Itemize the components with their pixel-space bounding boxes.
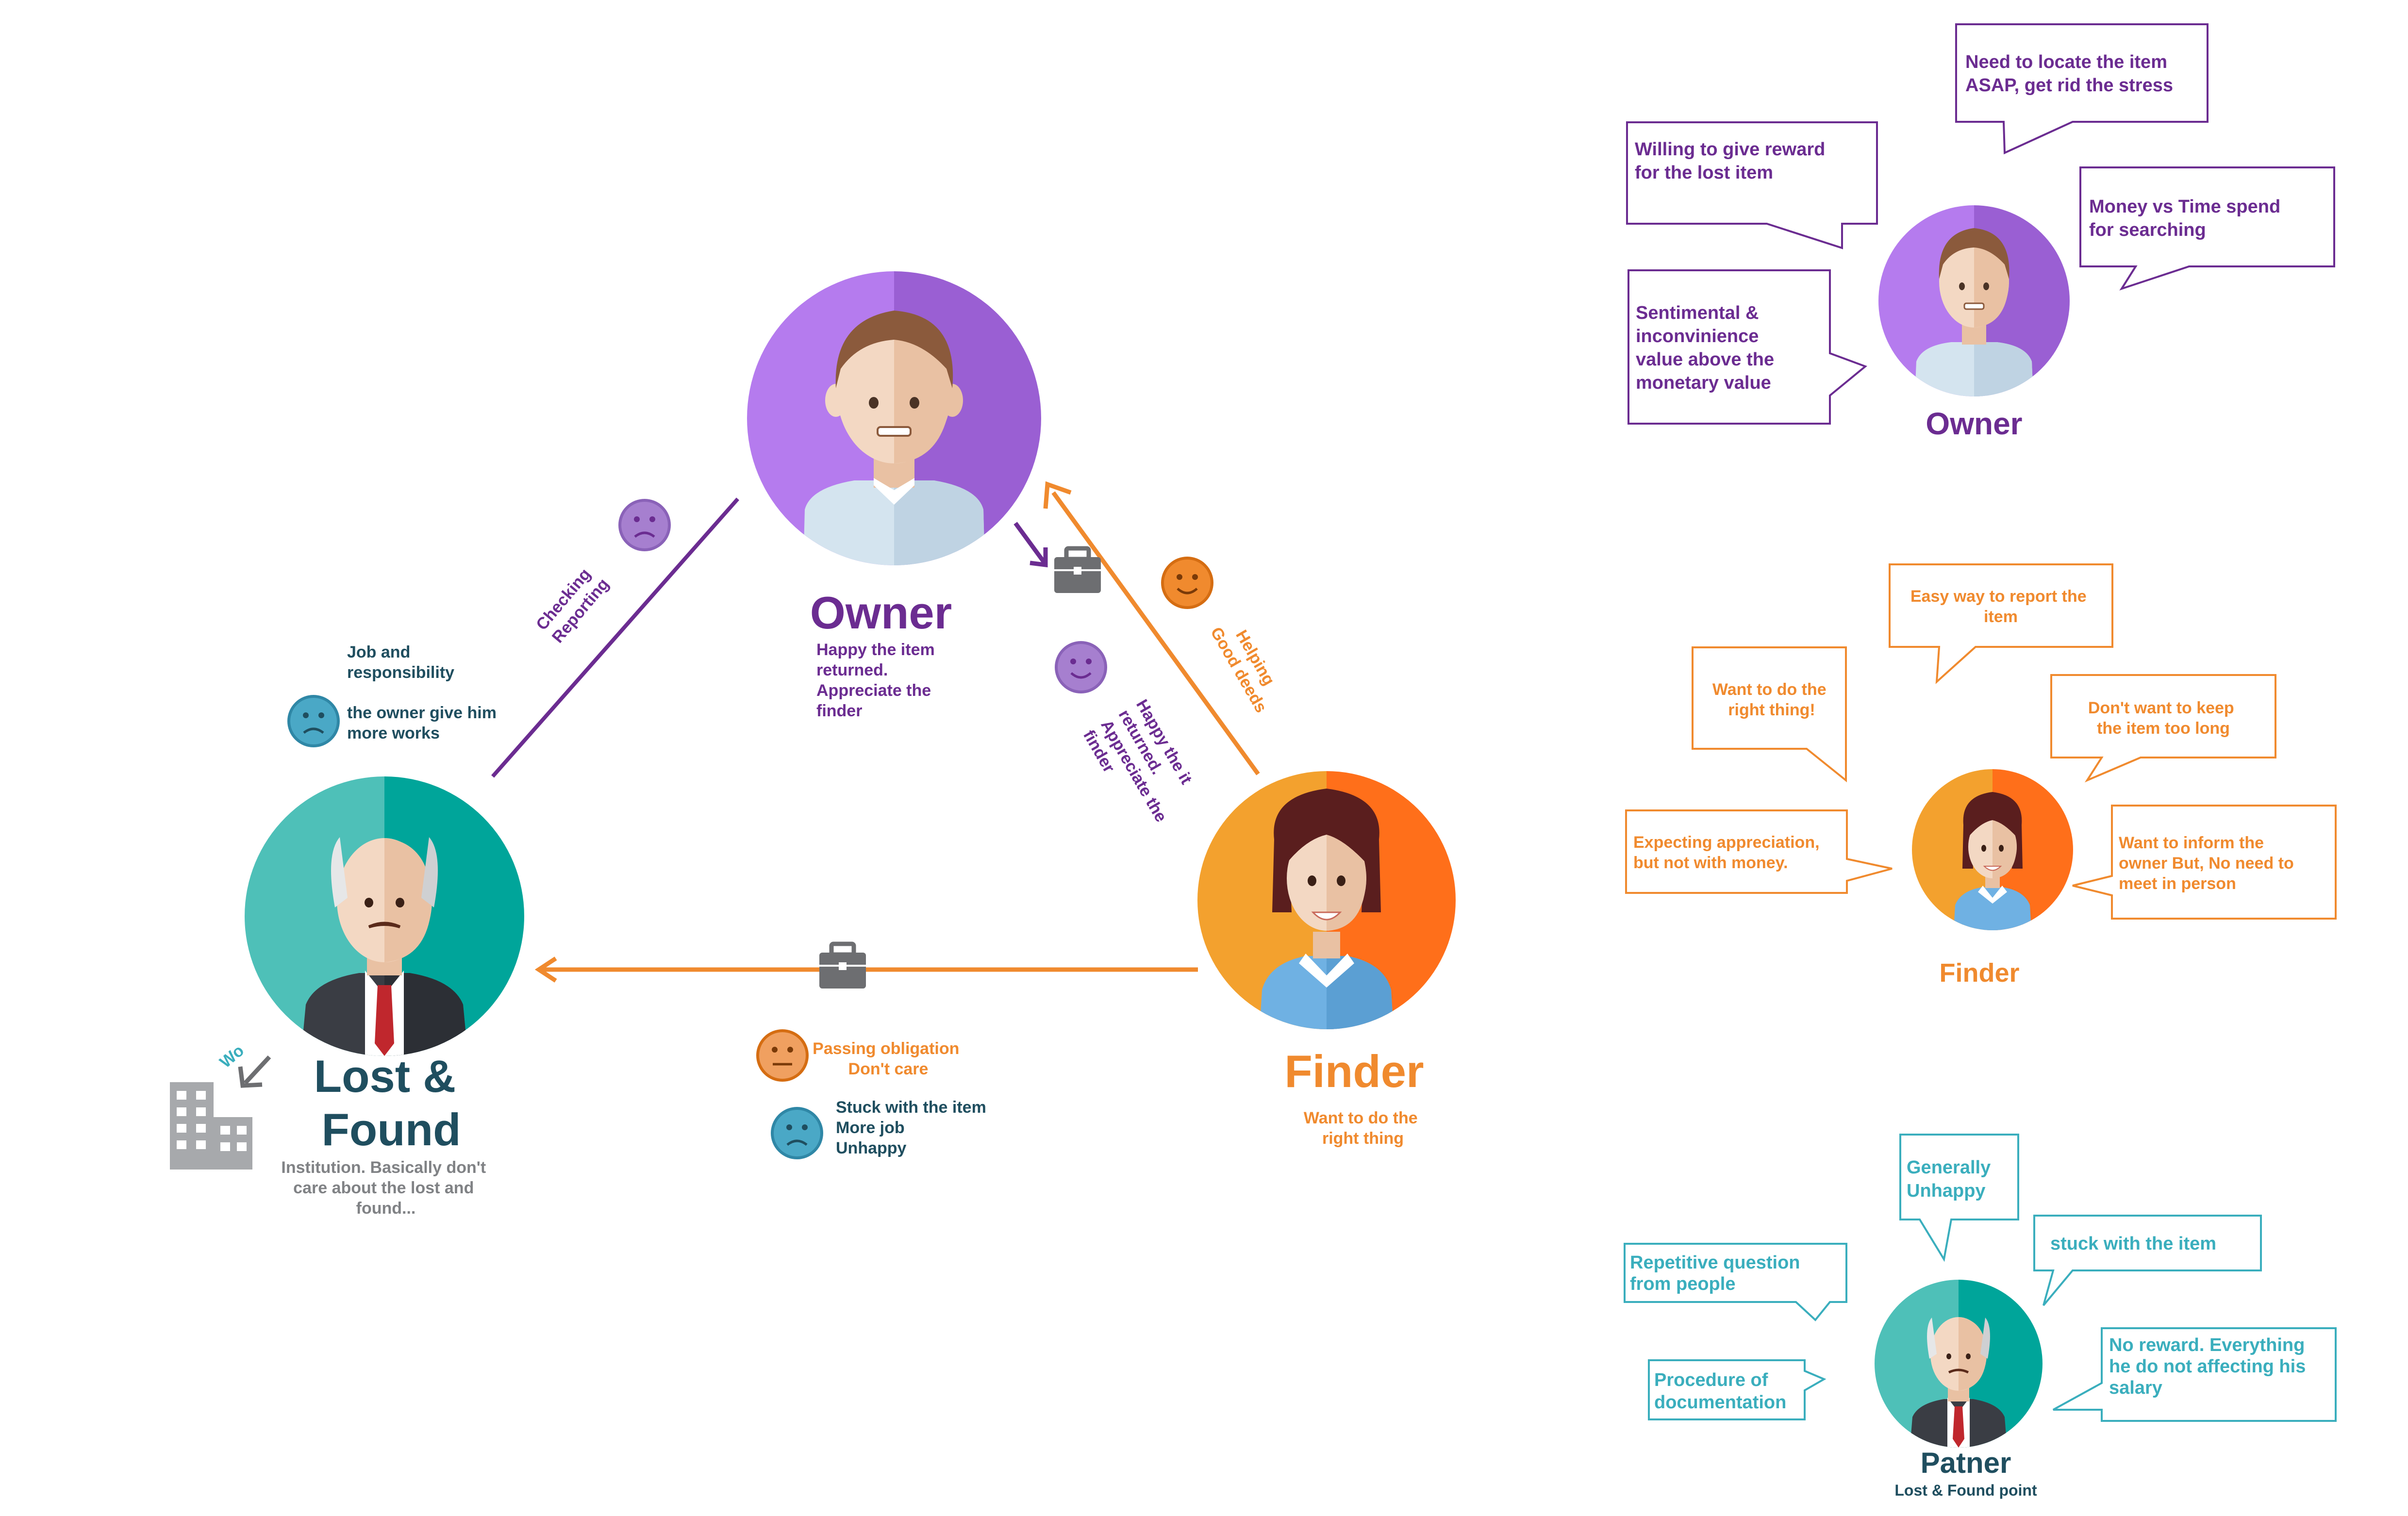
- svg-text:Expecting appreciation,: Expecting appreciation, but not with mon…: [1633, 833, 1824, 872]
- svg-text:stuck with the item: stuck with the item: [2050, 1234, 2216, 1254]
- sad-face-icon: [287, 695, 340, 747]
- owner-gives-works-label: the owner give him more works: [347, 704, 501, 742]
- owner-bubble-sentimental: Sentimental & inconvinience value above …: [1627, 269, 1867, 425]
- arrowhead-to-owner: [1043, 481, 1072, 509]
- owner-bubble-locate: Need to locate the item ASAP, get rid th…: [1955, 23, 2209, 155]
- owner-description: Happy the item returned. Appreciate the …: [816, 641, 939, 720]
- svg-text:Procedure of documentati: Procedure of documentation: [1654, 1370, 1786, 1413]
- finder-avatar-small: [1912, 769, 2073, 930]
- patner-persona-title: Patner: [1921, 1447, 2011, 1479]
- finder-bubble-right-thing: Want to do the right thing!: [1692, 646, 1847, 783]
- happy-face-icon: [1055, 641, 1107, 693]
- svg-text:Need to locate the item: Need to locate the item ASAP, get rid th…: [1965, 52, 2173, 96]
- owner-bubble-money-time: Money vs Time spend for searching: [2079, 166, 2335, 291]
- svg-text:No reward. Everything he: No reward. Everything he do not affectin…: [2109, 1335, 2311, 1398]
- finder-title: Finder: [1284, 1046, 1424, 1097]
- lost-found-avatar-large: [245, 776, 524, 1056]
- owner-bubble-reward: Willing to give reward for the lost item: [1626, 121, 1878, 249]
- checking-reporting-label: Checking Reporting: [532, 561, 613, 647]
- svg-text:Repetitive question from: Repetitive question from people: [1630, 1252, 1805, 1294]
- neutral-face-icon: [756, 1029, 809, 1082]
- svg-text:Money vs Time spend for: Money vs Time spend for searching: [2089, 197, 2286, 240]
- triangle-edges: [491, 481, 1260, 983]
- finder-avatar-large: [1197, 771, 1456, 1029]
- work-label: Wo: [216, 1041, 248, 1072]
- patner-bubble-repetitive: Repetitive question from people: [1624, 1243, 1847, 1321]
- finder-bubble-keep-item: Don't want to keep the item too long: [2050, 674, 2276, 783]
- happy-face-icon: [1161, 557, 1213, 609]
- owner-avatar-large: [747, 271, 1041, 565]
- edge-finder-owner: [1051, 491, 1260, 775]
- edge-lostfound-owner: [491, 497, 739, 778]
- arrow-to-building-icon: [238, 1055, 271, 1088]
- patner-bubble-unhappy: Generally Unhappy: [1899, 1134, 2019, 1262]
- arrowhead-to-briefcase: [1030, 547, 1048, 568]
- briefcase-icon: [1054, 546, 1101, 593]
- svg-text:Want to do the right thi: Want to do the right thing!: [1712, 680, 1831, 719]
- building-icon: [170, 1082, 252, 1170]
- owner-persona-title: Owner: [1926, 406, 2022, 441]
- finder-bubble-appreciation: Expecting appreciation, but not with mon…: [1625, 809, 1893, 894]
- patner-persona-subtitle: Lost & Found point: [1894, 1482, 2037, 1499]
- patner-bubble-documentation: Procedure of documentation: [1648, 1359, 1827, 1420]
- job-responsibility-label: Job and responsibility: [347, 643, 454, 682]
- finder-persona-title: Finder: [1939, 958, 2019, 988]
- owner-avatar-small: [1878, 205, 2070, 396]
- finder-description: Want to do the right thing: [1304, 1109, 1422, 1148]
- sad-face-icon: [618, 499, 671, 551]
- svg-text:Easy way to report the i: Easy way to report the item: [1910, 587, 2091, 626]
- stuck-with-item-label: Stuck with the item More job Unhappy: [836, 1098, 991, 1157]
- lost-found-title: Lost & Found: [314, 1051, 469, 1155]
- arrowhead-to-lostfound: [534, 956, 557, 983]
- arrow-owner-to-briefcase: [1013, 522, 1046, 564]
- finder-bubble-inform-owner: Want to inform the owner But, No need to…: [2072, 805, 2337, 920]
- svg-text:Sentimental & inconvinie: Sentimental & inconvinience value above …: [1636, 303, 1779, 393]
- svg-text:Don't want to keep the i: Don't want to keep the item too long: [2088, 699, 2239, 738]
- passing-obligation-label: Passing obligation Don't care: [813, 1039, 964, 1078]
- svg-text:Generally Unhappy: Generally Unhappy: [1907, 1157, 1996, 1201]
- svg-text:Willing to give reward: Willing to give reward for the lost item: [1635, 139, 1830, 183]
- svg-text:Want to inform the owner: Want to inform the owner But, No need to…: [2119, 834, 2298, 893]
- happy-returned-label: Happy the it returned. Appreciate the fi…: [1079, 696, 1208, 840]
- sad-face-icon: [771, 1107, 823, 1159]
- patner-avatar-small: [1875, 1280, 2043, 1448]
- patner-bubble-stuck: stuck with the item: [2033, 1215, 2262, 1306]
- helping-good-deeds-label: Helping Good deeds: [1207, 614, 1288, 716]
- finder-bubble-easy-report: Easy way to report the item: [1889, 563, 2113, 684]
- owner-title: Owner: [810, 587, 952, 638]
- lost-found-description: Institution. Basically don't care about …: [281, 1158, 490, 1218]
- briefcase-icon: [819, 941, 866, 989]
- patner-bubble-no-reward: No reward. Everything he do not affectin…: [2053, 1327, 2337, 1422]
